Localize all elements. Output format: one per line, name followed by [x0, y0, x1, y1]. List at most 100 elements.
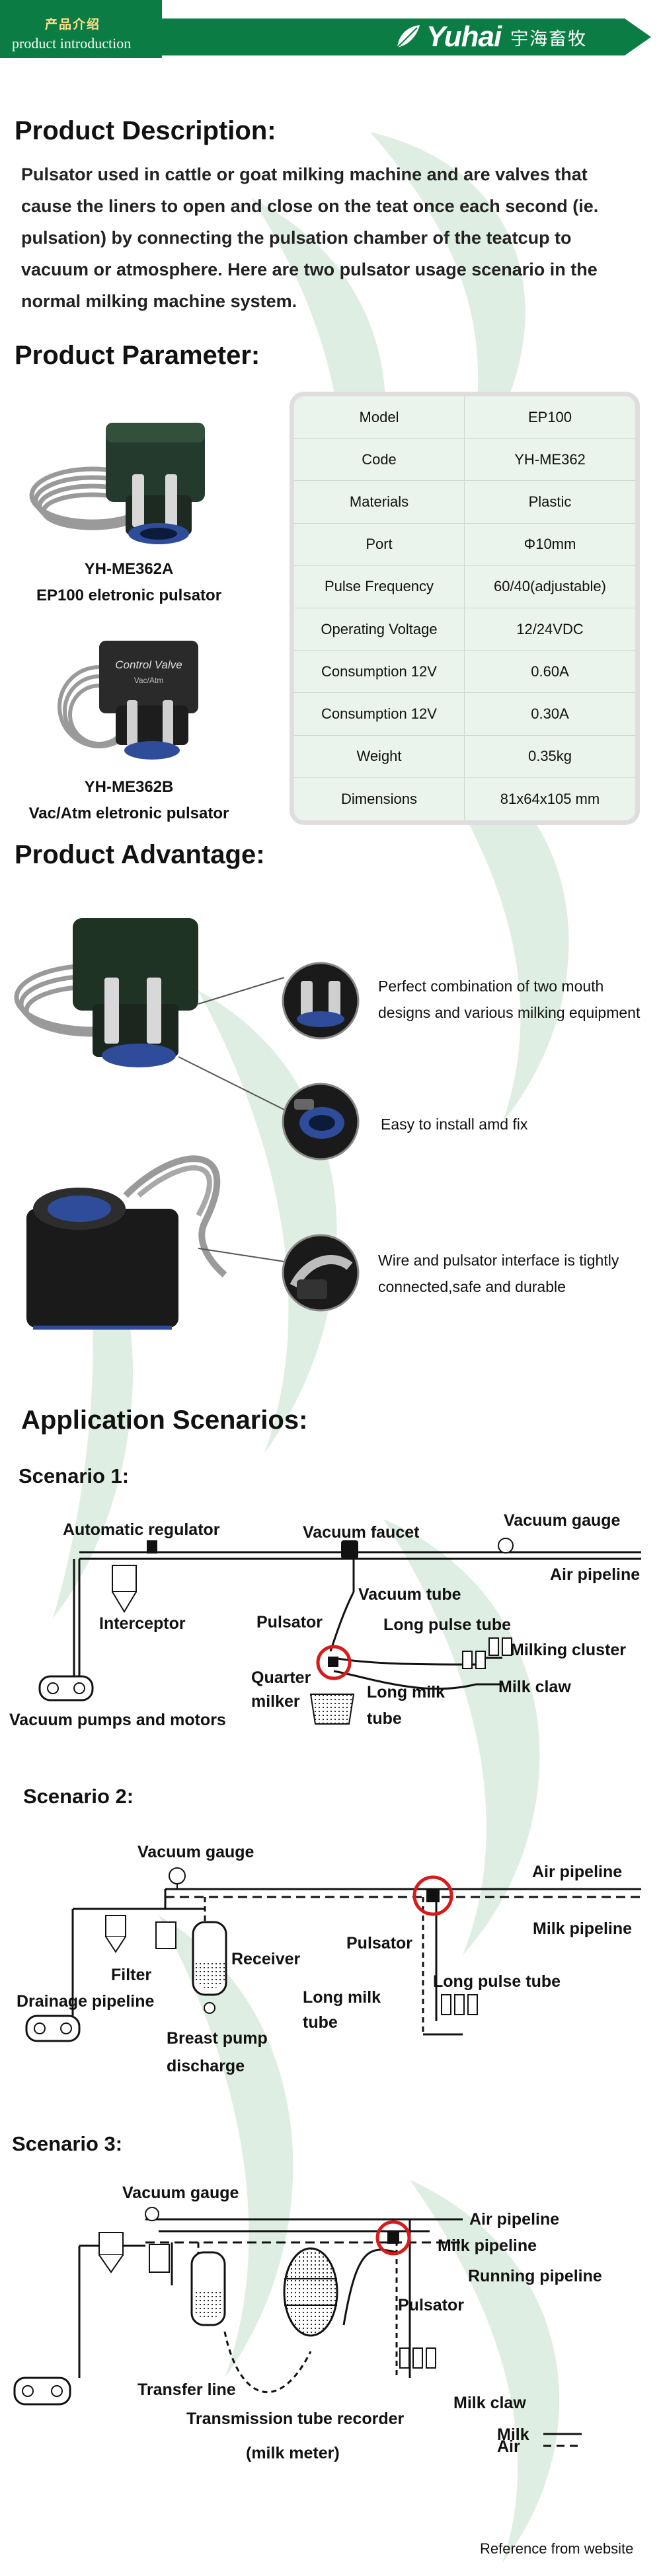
s3-recorder: Transmission tube recorder	[186, 2410, 405, 2428]
advantage-item-3: Wire and pulsator interface is tightly c…	[378, 1247, 619, 1300]
s2-milk-pipeline: Milk pipeline	[533, 1919, 633, 1938]
advantage-zoom-1	[282, 962, 360, 1040]
brand-logo: Yuhai 宇海畜牧	[393, 18, 587, 55]
description-line: pulsation) by connecting the pulsation c…	[21, 228, 572, 248]
s2-receiver: Receiver	[231, 1950, 301, 1968]
s1-long-milk: Long milk	[367, 1683, 446, 1701]
s3-air-pipeline: Air pipeline	[469, 2210, 560, 2229]
s2-pulsator: Pulsator	[346, 1934, 413, 1952]
s1-long-pulse-tube: Long pulse tube	[383, 1616, 512, 1634]
advantage-text: connected,safe and durable	[378, 1278, 566, 1295]
product1-code: YH-ME362A	[84, 560, 174, 578]
description-line: Pulsator used in cattle or goat milking …	[21, 164, 588, 184]
s2-drainage-pipeline: Drainage pipeline	[17, 1992, 155, 2011]
spec-value: 0.60A	[531, 662, 569, 680]
s1-vacuum-pumps: Vacuum pumps and motors	[9, 1711, 226, 1729]
advantage-text: Perfect combination of two mouth	[378, 978, 604, 995]
spec-key: Pulse Frequency	[294, 565, 465, 608]
s2-air-pipeline: Air pipeline	[532, 1863, 623, 1881]
application-heading: Application Scenarios:	[21, 1406, 308, 1435]
s3-running-pipeline: Running pipeline	[468, 2267, 602, 2285]
s1-quarter: Quarter	[251, 1668, 311, 1687]
description-line: vacuum or atmosphere. Here are two pulsa…	[21, 260, 598, 279]
spec-key: Model	[294, 396, 465, 439]
spec-value: 0.30A	[531, 705, 569, 722]
spec-value: Plastic	[528, 493, 572, 510]
s1-vacuum-faucet: Vacuum faucet	[303, 1523, 420, 1542]
table-row: Materials Plastic	[294, 481, 635, 524]
s2-long-pulse-tube: Long pulse tube	[433, 1972, 561, 1991]
vac-atm-label: Vac/Atm	[134, 676, 163, 685]
s1-automatic-regulator: Automatic regulator	[63, 1521, 220, 1539]
logo-wordmark: Yuhai	[426, 20, 502, 53]
description-line: cause the liners to open and close on th…	[21, 196, 599, 216]
product2-name: Vac/Atm eletronic pulsator	[28, 805, 229, 822]
spec-key: Operating Voltage	[294, 608, 465, 651]
header-section-tag: 产品介绍 product introduction	[0, 0, 162, 58]
s3-milk-claw: Milk claw	[453, 2394, 526, 2412]
spec-value: EP100	[527, 408, 572, 425]
spec-value: 12/24VDC	[516, 620, 584, 637]
scenario2-title: Scenario 2:	[23, 1785, 134, 1808]
s2-filter: Filter	[111, 1966, 152, 1984]
product2-caption: YH-ME362B Vac/Atm eletronic pulsator	[26, 774, 231, 827]
spec-key: Consumption 12V	[294, 693, 465, 735]
table-row: Pulse Frequency 60/40(adjustable)	[294, 565, 635, 608]
header-title-en: product introduction	[12, 35, 132, 52]
advantage-zoom-2	[282, 1083, 360, 1161]
s1-tube: tube	[367, 1709, 402, 1728]
table-row: Consumption 12V 0.30A	[294, 693, 635, 736]
s2-discharge: discharge	[167, 2057, 245, 2075]
spec-key: Weight	[294, 735, 465, 777]
s1-vacuum-gauge: Vacuum gauge	[504, 1511, 621, 1530]
spec-key: Dimensions	[294, 777, 465, 820]
spec-value: 0.35kg	[527, 748, 572, 765]
vac-atm-pulsator-image: Control Valve Vac/Atm	[58, 641, 198, 760]
s2-tube: tube	[303, 2013, 338, 2032]
scenario1-title: Scenario 1:	[19, 1464, 130, 1487]
advantage-zoom-3	[282, 1234, 360, 1312]
spec-value: 81x64x105 mm	[500, 790, 600, 807]
s3-milk-meter: (milk meter)	[246, 2444, 340, 2462]
advantage-item-1: Perfect combination of two mouth designs…	[378, 973, 640, 1026]
advantage-item-2: Easy to install amd fix	[381, 1111, 527, 1137]
table-row: Consumption 12V 0.60A	[294, 651, 635, 694]
parameter-heading: Product Parameter:	[15, 341, 260, 370]
control-valve-label: Control Valve	[115, 659, 182, 671]
spec-key: Port	[294, 523, 465, 565]
logo-cn-name: 宇海畜牧	[510, 28, 588, 50]
advantage-text: Easy to install amd fix	[381, 1116, 528, 1133]
product2-code: YH-ME362B	[84, 778, 174, 796]
s3-milk-pipeline: Milk pipeline	[438, 2236, 537, 2255]
table-row: Operating Voltage 12/24VDC	[294, 608, 635, 651]
s1-pulsator: Pulsator	[256, 1613, 323, 1631]
advantage-text: designs and various milking equipment	[378, 1004, 641, 1021]
table-row: Dimensions 81x64x105 mm	[294, 777, 635, 820]
description-text: Pulsator used in cattle or goat milking …	[21, 159, 656, 317]
advantage-text: Wire and pulsator interface is tightly	[378, 1252, 619, 1269]
header-title-cn: 产品介绍	[45, 17, 101, 32]
s3-vacuum-gauge: Vacuum gauge	[122, 2184, 239, 2202]
spec-value: Φ10mm	[524, 536, 576, 553]
spec-value: YH-ME362	[514, 450, 586, 468]
product1-caption: YH-ME362A EP100 eletronic pulsator	[26, 556, 231, 609]
s1-milker: milker	[251, 1692, 300, 1711]
s1-interceptor: Interceptor	[99, 1614, 186, 1633]
table-row: Model EP100	[294, 396, 635, 439]
legend-air-label: Air	[497, 2437, 520, 2456]
spec-key: Code	[294, 439, 465, 481]
s3-transfer-line: Transfer line	[137, 2380, 236, 2399]
s2-vacuum-gauge: Vacuum gauge	[137, 1843, 254, 1861]
spec-value: 60/40(adjustable)	[493, 578, 606, 595]
s3-pulsator: Pulsator	[398, 2296, 465, 2314]
spec-table: Model EP100 Code YH-ME362 Materials Plastic…	[290, 392, 640, 825]
header-arrow	[625, 18, 651, 55]
s1-vacuum-tube: Vacuum tube	[358, 1585, 461, 1604]
spec-key: Materials	[294, 481, 465, 523]
table-row: Weight 0.35kg	[294, 735, 635, 778]
scenario3-title: Scenario 3:	[12, 2132, 123, 2155]
s2-breast-pump: Breast pump	[167, 2029, 268, 2048]
leaf-logo-icon	[397, 25, 420, 48]
spec-key: Consumption 12V	[294, 651, 465, 693]
s1-milk-claw: Milk claw	[498, 1678, 571, 1696]
